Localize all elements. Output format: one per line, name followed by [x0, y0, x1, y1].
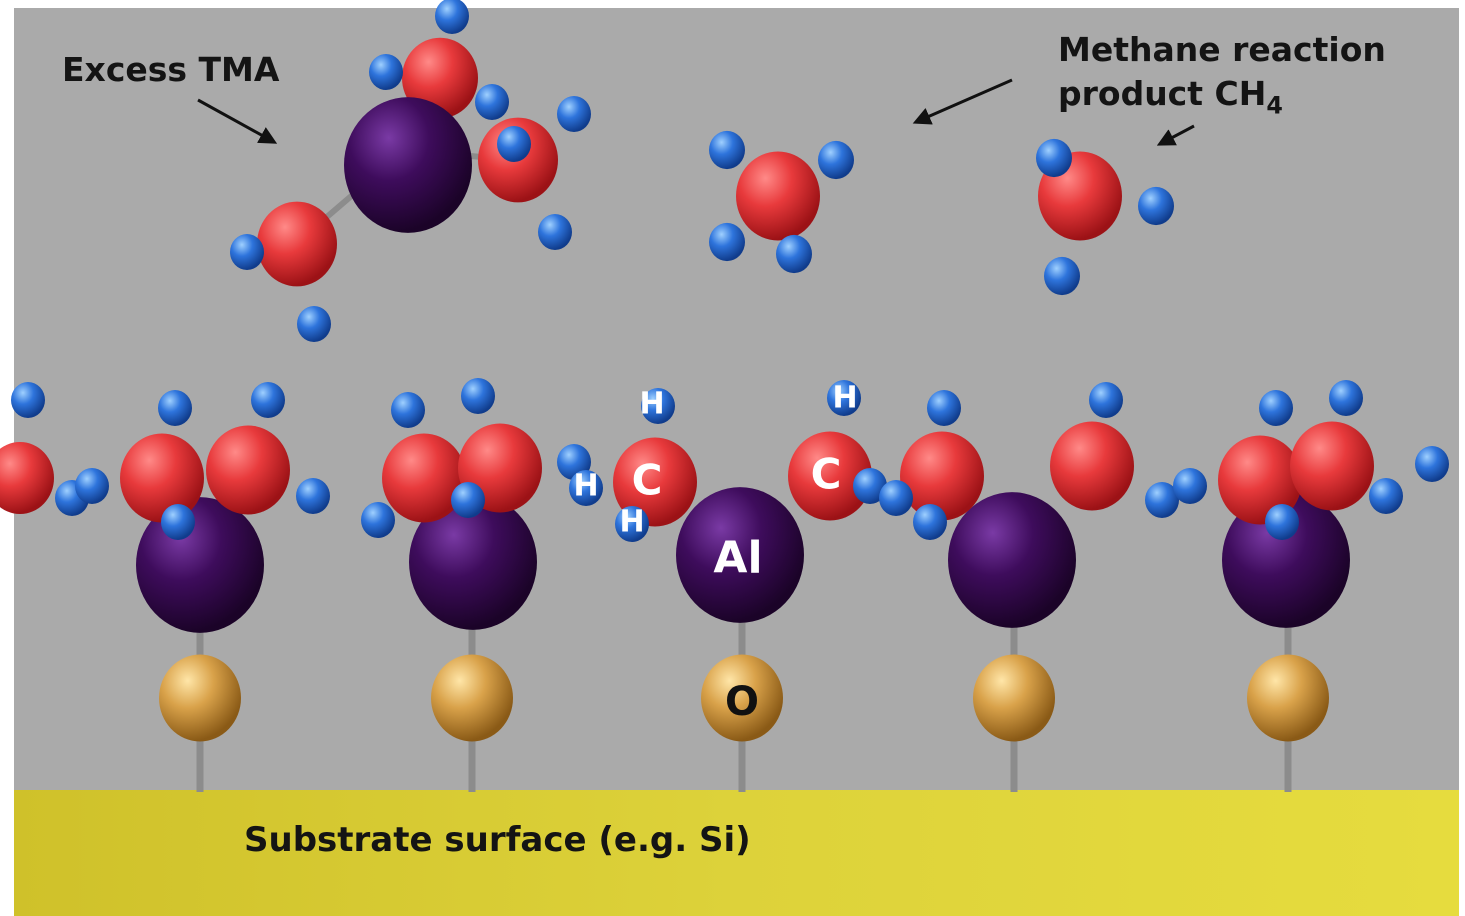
carbon-atom-surface-2 [120, 433, 204, 523]
carbon-atom-surface-7 [788, 431, 872, 521]
aluminum-letter: Al [713, 532, 763, 584]
hydrogen-letter-left: H [573, 468, 599, 504]
hydrogen-atom-tma-6 [538, 213, 572, 251]
hydrogen-atom-surface-27 [1369, 477, 1403, 515]
hydrogen-atom-surface-7 [75, 467, 109, 505]
hydrogen-atom-surface-22 [1145, 481, 1179, 519]
hydrogen-atom-surface-10 [361, 501, 395, 539]
excess-tma-label: Excess TMA [62, 50, 280, 89]
arrow-excess-tma [197, 98, 278, 144]
carbon-atom-surface-11 [1290, 421, 1374, 511]
hydrogen-atom-methane-1-3 [709, 222, 745, 262]
hydrogen-atom-surface-26 [1265, 503, 1299, 541]
arrow-methane-left [912, 78, 1013, 125]
hydrogen-atom-methane-2-2 [1138, 186, 1174, 226]
hydrogen-atom-surface-5 [461, 377, 495, 415]
hydrogen-atom-surface-18 [879, 479, 913, 517]
hydrogen-atom-surface-14 [569, 469, 603, 507]
carbon-atom-surface-9 [1050, 421, 1134, 511]
hydrogen-atom-surface-24 [1259, 389, 1293, 427]
hydrogen-atom-methane-1-1 [709, 130, 745, 170]
carbon-atom-surface-8 [900, 431, 984, 521]
oxygen-atom-4 [973, 654, 1055, 742]
hydrogen-atom-surface-23 [1173, 467, 1207, 505]
hydrogen-atom-tma-4 [557, 95, 591, 133]
hydrogen-letter-top-right: H [832, 380, 858, 416]
hydrogen-atom-tma-2 [369, 53, 403, 91]
hydrogen-atom-surface-11 [451, 481, 485, 519]
hydrogen-atom-tma-3 [475, 83, 509, 121]
hydrogen-atom-surface-2 [158, 389, 192, 427]
hydrogen-atom-surface-3 [251, 381, 285, 419]
hydrogen-atom-methane-1-4 [776, 234, 812, 274]
carbon-atom-surface-4 [382, 433, 466, 523]
hydrogen-atom-surface-20 [913, 503, 947, 541]
methane-formula-subscript: 4 [1266, 91, 1283, 120]
hydrogen-atom-surface-1 [11, 381, 45, 419]
hydrogen-atom-surface-13 [641, 387, 675, 425]
carbon-atom-surface-3 [206, 425, 290, 515]
hydrogen-letter-bottom-left: H [619, 504, 645, 540]
oxygen-atom-5 [1247, 654, 1329, 742]
hydrogen-atom-tma-7 [230, 233, 264, 271]
carbon-atom-surface-6 [613, 437, 697, 527]
hydrogen-atom-surface-4 [391, 391, 425, 429]
aluminum-atom-2 [409, 494, 537, 630]
methane-label-line2: product CH4 [1058, 72, 1386, 120]
aluminum-atom-4 [948, 492, 1076, 628]
oxygen-atom-2 [431, 654, 513, 742]
hydrogen-atom-surface-21 [1089, 381, 1123, 419]
hydrogen-atom-surface-16 [827, 379, 861, 417]
hydrogen-atom-tma-8 [297, 305, 331, 343]
hydrogen-atom-tma-5 [497, 125, 531, 163]
hydrogen-atom-methane-1-2 [818, 140, 854, 180]
hydrogen-atom-surface-17 [853, 467, 887, 505]
arrows-layer [197, 78, 1195, 146]
oxygen-atom-3 [701, 654, 783, 742]
hydrogen-atom-surface-19 [927, 389, 961, 427]
hydrogen-letter-top-left: H [639, 386, 665, 422]
aluminum-atom-tma [344, 97, 472, 233]
carbon-letter-right: C [810, 449, 842, 499]
hydrogen-atom-surface-8 [161, 503, 195, 541]
oxygen-letter: O [724, 679, 760, 725]
carbon-letter-left: C [631, 455, 663, 505]
carbon-atom-tma-left [257, 201, 337, 287]
carbon-atom-tma-top [402, 37, 478, 119]
atoms-layer [0, 0, 1449, 742]
hydrogen-atom-surface-28 [1415, 445, 1449, 483]
aluminum-atom-3 [676, 487, 804, 623]
hydrogen-atom-tma-1 [435, 0, 469, 35]
aluminum-atom-5 [1222, 492, 1350, 628]
hydrogen-atom-methane-2-1 [1036, 138, 1072, 178]
carbon-atom-surface-10 [1218, 435, 1302, 525]
substrate-label: Substrate surface (e.g. Si) [244, 820, 751, 860]
arrow-methane-right [1156, 124, 1195, 146]
hydrogen-atom-surface-15 [615, 505, 649, 543]
methane-label-line1: Methane reaction [1058, 30, 1386, 69]
hydrogen-atom-surface-25 [1329, 379, 1363, 417]
carbon-atom-surface-1 [0, 441, 54, 515]
hydrogen-atom-surface-9 [296, 477, 330, 515]
methane-formula-prefix: product CH [1058, 74, 1267, 113]
carbon-atom-methane-1 [736, 151, 820, 241]
oxygen-atom-1 [159, 654, 241, 742]
methane-product-label: Methane reaction product CH4 [1058, 28, 1386, 120]
hydrogen-atom-methane-2-3 [1044, 256, 1080, 296]
